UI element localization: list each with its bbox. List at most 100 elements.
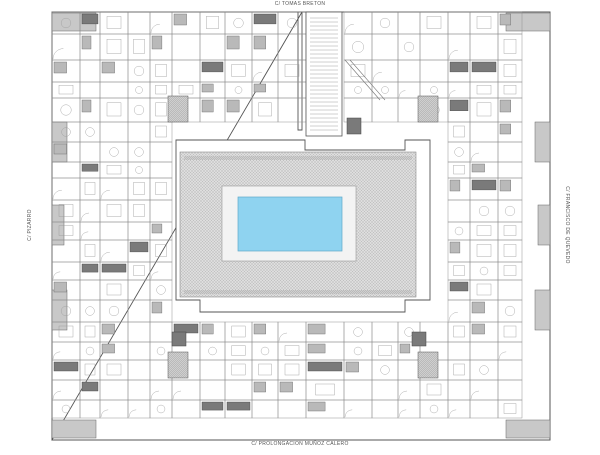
room [497, 379, 523, 401]
room [469, 11, 499, 35]
room [469, 279, 499, 301]
room [343, 33, 373, 61]
room [127, 221, 151, 241]
table-furniture [260, 346, 270, 356]
kitchen-counter [471, 179, 497, 191]
room [419, 379, 449, 401]
table-furniture [133, 65, 145, 77]
room [149, 59, 173, 83]
room [447, 359, 471, 381]
room [199, 33, 226, 61]
room [397, 379, 421, 401]
room [79, 321, 101, 343]
bathroom-fixture [279, 381, 293, 393]
room [497, 141, 523, 163]
bed-furniture [58, 225, 74, 236]
bed-furniture [231, 64, 246, 77]
table-furniture [133, 104, 145, 116]
bed-furniture [503, 325, 517, 338]
balcony [51, 289, 68, 331]
room [171, 81, 201, 99]
room [469, 121, 499, 143]
kitchen-counter [253, 13, 277, 25]
table-furniture [61, 404, 71, 414]
room [79, 239, 101, 263]
door-swing [150, 24, 160, 34]
table-furniture [380, 365, 390, 375]
room [149, 121, 173, 143]
elevator [171, 331, 187, 347]
kitchen-counter [307, 361, 343, 372]
courtyard-planter [184, 290, 412, 294]
door-swing [150, 390, 160, 400]
bed-furniture [84, 182, 96, 195]
bathroom-fixture [101, 323, 115, 335]
room [99, 141, 129, 163]
bathroom-fixture [173, 13, 187, 26]
bathroom-fixture [307, 343, 326, 354]
table-furniture [85, 346, 95, 356]
room [497, 399, 523, 419]
room [469, 81, 499, 99]
door-swing [100, 409, 109, 418]
room [149, 399, 173, 419]
room [397, 359, 421, 381]
bathroom-fixture [101, 343, 115, 354]
table-furniture [61, 127, 71, 137]
table-furniture [60, 104, 72, 116]
room [447, 33, 471, 61]
table-furniture [286, 17, 298, 29]
room [371, 59, 399, 83]
room [447, 81, 471, 99]
table-furniture [156, 404, 166, 414]
room [127, 199, 151, 223]
bed-furniture [231, 325, 246, 338]
room [497, 199, 523, 223]
room [171, 399, 201, 419]
room [251, 359, 279, 381]
room [397, 11, 421, 35]
door-swing [398, 409, 407, 418]
door-swing [52, 271, 61, 280]
room [149, 11, 173, 35]
bathroom-fixture [345, 361, 359, 373]
room [224, 321, 253, 343]
room [305, 379, 345, 401]
bed-furniture [206, 16, 219, 29]
table-furniture [479, 365, 489, 375]
room [251, 341, 279, 361]
room [171, 379, 201, 401]
bathroom-fixture [253, 35, 266, 50]
room [127, 299, 151, 323]
bed-furniture [476, 283, 492, 296]
room [99, 161, 129, 179]
room [497, 321, 523, 343]
room [149, 279, 173, 301]
room [224, 359, 253, 381]
door-swing [52, 351, 61, 360]
bathroom-fixture [226, 99, 240, 113]
table-furniture [429, 404, 439, 414]
room [497, 161, 523, 179]
room [99, 279, 129, 301]
room [199, 359, 226, 381]
street-label-left: C/ PIZARRO [27, 209, 33, 241]
room [469, 239, 499, 263]
bed-furniture [155, 102, 167, 117]
swimming-pool [237, 196, 343, 252]
room [199, 11, 226, 35]
room [149, 379, 173, 401]
bathroom-fixture [499, 13, 512, 26]
kitchen-counter [201, 401, 224, 411]
room [79, 141, 101, 163]
bed-furniture [476, 84, 492, 95]
bathroom-fixture [226, 35, 240, 50]
bed-furniture [133, 204, 145, 217]
balcony [505, 419, 551, 439]
bathroom-fixture [81, 99, 92, 113]
bed-furniture [284, 345, 300, 356]
bed-furniture [231, 363, 246, 376]
elevator [346, 117, 362, 135]
room [397, 399, 421, 419]
